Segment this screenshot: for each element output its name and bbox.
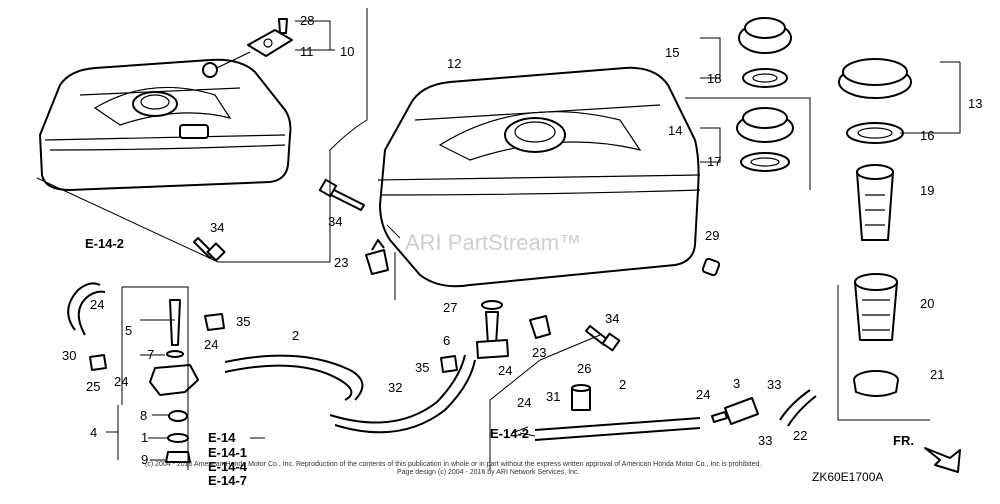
- callout-26[interactable]: 26: [577, 361, 591, 376]
- callout-24-a[interactable]: 24: [90, 297, 104, 312]
- callout-23-right[interactable]: 23: [532, 345, 546, 360]
- callout-28[interactable]: 28: [300, 13, 314, 28]
- fuel-valve-6[interactable]: [476, 300, 509, 359]
- gasket-18[interactable]: [742, 68, 788, 88]
- bolt-34-right[interactable]: [585, 325, 621, 352]
- callout-11[interactable]: 11: [300, 44, 314, 59]
- callout-23-left[interactable]: 23: [334, 255, 348, 270]
- callout-4[interactable]: 4: [90, 425, 97, 440]
- callout-2-right[interactable]: 2: [619, 377, 626, 392]
- callout-34-right[interactable]: 34: [605, 311, 619, 326]
- ref-e14-2-bottom[interactable]: E-14-2: [490, 426, 529, 441]
- callout-34-center[interactable]: 34: [328, 214, 342, 229]
- gasket-17[interactable]: [740, 152, 790, 172]
- callout-33-bottom[interactable]: 33: [758, 433, 772, 448]
- callout-24-f[interactable]: 24: [696, 387, 710, 402]
- fuel-tank-main[interactable]: [377, 66, 701, 288]
- callout-9[interactable]: 9: [141, 452, 148, 467]
- watermark: ARI PartStream™: [405, 230, 581, 255]
- leader-lines: [36, 8, 961, 470]
- front-direction-arrow: [924, 447, 961, 473]
- callout-17[interactable]: 17: [707, 154, 721, 169]
- callout-16[interactable]: 16: [920, 128, 934, 143]
- ref-e14[interactable]: E-14: [208, 430, 236, 445]
- callout-12[interactable]: 12: [447, 56, 461, 71]
- strainer-20[interactable]: [854, 273, 898, 341]
- callout-27[interactable]: 27: [443, 300, 457, 315]
- callout-24-d[interactable]: 24: [498, 363, 512, 378]
- callout-8[interactable]: 8: [140, 408, 147, 423]
- callout-24-c[interactable]: 24: [204, 337, 218, 352]
- callout-7[interactable]: 7: [147, 347, 154, 362]
- nut-29[interactable]: [701, 257, 721, 277]
- callout-20[interactable]: 20: [920, 296, 934, 311]
- clamp-35-top[interactable]: [204, 313, 225, 331]
- callout-21[interactable]: 21: [930, 367, 944, 382]
- callout-10[interactable]: 10: [340, 44, 354, 59]
- ref-e14-4[interactable]: E-14-4: [208, 459, 248, 474]
- fuel-filter-3[interactable]: [711, 397, 759, 425]
- callout-29[interactable]: 29: [705, 228, 719, 243]
- callout-5[interactable]: 5: [125, 323, 132, 338]
- gasket-16[interactable]: [846, 122, 904, 144]
- callout-1[interactable]: 1: [141, 430, 148, 445]
- front-label: FR.: [893, 433, 914, 448]
- ring-21[interactable]: [853, 370, 899, 397]
- callout-3[interactable]: 3: [733, 376, 740, 391]
- callout-25[interactable]: 25: [86, 379, 100, 394]
- fuel-tube-30[interactable]: [67, 282, 106, 336]
- callout-19[interactable]: 19: [920, 183, 934, 198]
- callout-24-e[interactable]: 24: [517, 395, 531, 410]
- callout-6[interactable]: 6: [443, 333, 450, 348]
- ref-e14-7[interactable]: E-14-7: [208, 473, 247, 488]
- fuel-gauge-assembly[interactable]: [202, 18, 293, 78]
- callout-31[interactable]: 31: [546, 389, 560, 404]
- footer-copyright: (c) 2004 - 2016 American Honda Motor Co.…: [145, 461, 761, 468]
- ref-e14-2-top[interactable]: E-14-2: [85, 236, 124, 251]
- callout-32[interactable]: 32: [388, 380, 402, 395]
- fuel-cap-14[interactable]: [736, 107, 794, 143]
- fuel-tube-31[interactable]: [534, 417, 701, 441]
- fuel-cock-assembly[interactable]: [149, 299, 199, 463]
- callout-18[interactable]: 18: [707, 71, 721, 86]
- joint-25[interactable]: [89, 354, 107, 371]
- strainer-19[interactable]: [856, 164, 894, 241]
- callout-2-left[interactable]: 2: [292, 328, 299, 343]
- callout-30[interactable]: 30: [62, 348, 76, 363]
- footer-page-design: Page design (c) 2004 - 2016 by ARI Netwo…: [397, 469, 580, 476]
- callout-33-top[interactable]: 33: [767, 377, 781, 392]
- fuel-cap-15[interactable]: [738, 17, 792, 54]
- callout-34-left[interactable]: 34: [210, 220, 224, 235]
- callout-13[interactable]: 13: [968, 96, 982, 111]
- callout-35-mid[interactable]: 35: [415, 360, 429, 375]
- fuel-tube-22[interactable]: [779, 389, 817, 427]
- callout-24-b[interactable]: 24: [114, 374, 128, 389]
- clip-23-left[interactable]: [365, 239, 389, 275]
- callout-14[interactable]: 14: [668, 123, 682, 138]
- fuel-tube-2-main[interactable]: [224, 354, 364, 401]
- callout-35-top[interactable]: 35: [236, 314, 250, 329]
- fuel-cap-13[interactable]: [838, 58, 912, 99]
- bolt-34-center[interactable]: [318, 178, 365, 211]
- fuel-tank-left[interactable]: [39, 58, 292, 191]
- joint-26[interactable]: [571, 384, 591, 411]
- callout-22[interactable]: 22: [793, 428, 807, 443]
- fuel-tube-32[interactable]: [329, 354, 476, 434]
- clip-23-right[interactable]: [529, 315, 551, 339]
- ref-e14-1[interactable]: E-14-1: [208, 445, 247, 460]
- clamp-35-mid[interactable]: [440, 355, 458, 373]
- callout-15[interactable]: 15: [665, 45, 679, 60]
- diagram-code: ZK60E1700A: [812, 470, 883, 484]
- bolt-34-left[interactable]: [193, 237, 226, 262]
